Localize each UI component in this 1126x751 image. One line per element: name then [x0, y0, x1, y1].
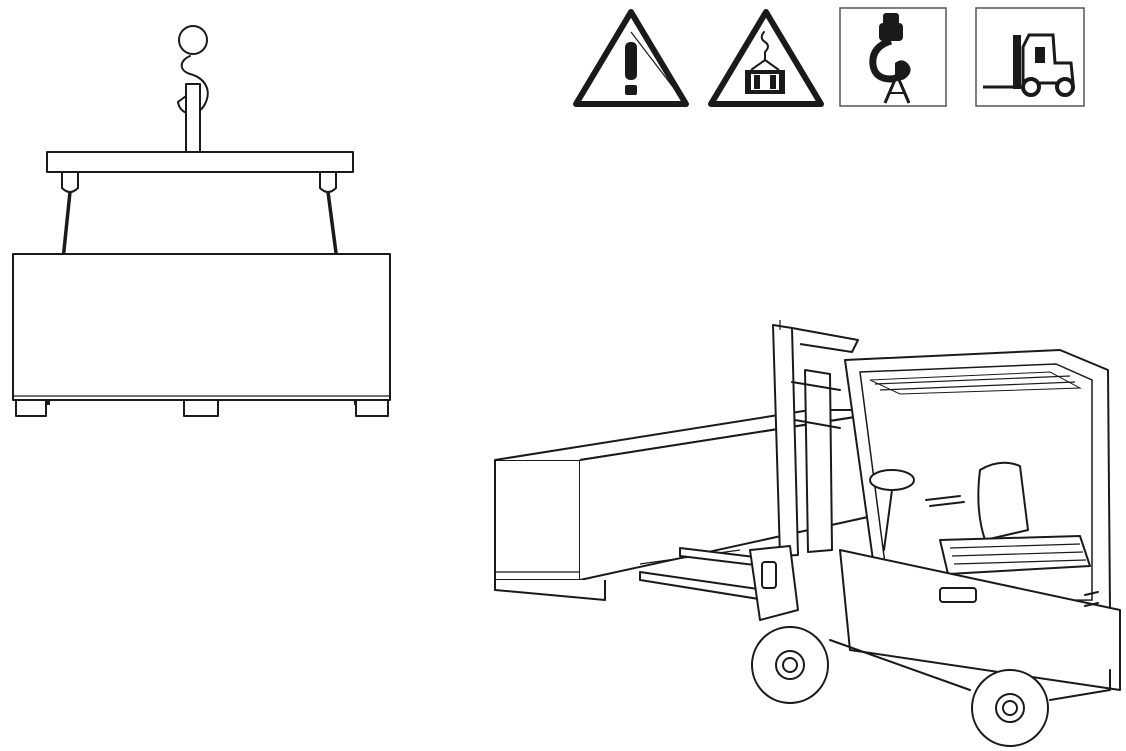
spreader-beam — [46, 151, 354, 173]
forklift-transport-icon — [975, 7, 1085, 107]
suspended-load-warning-icon — [708, 9, 824, 107]
crane-lifting-illustration — [12, 25, 391, 417]
general-warning-icon — [573, 9, 689, 107]
rear-wheel — [971, 669, 1049, 747]
forklift-illustration — [494, 320, 1121, 747]
forklift-body — [839, 349, 1121, 691]
crane-hook-icon — [177, 25, 209, 153]
forklift-mast — [772, 320, 859, 557]
lifted-crate — [12, 253, 391, 417]
crane-hook-lifting-icon — [839, 7, 947, 107]
front-wheel — [751, 626, 829, 704]
carried-crate — [494, 409, 901, 601]
